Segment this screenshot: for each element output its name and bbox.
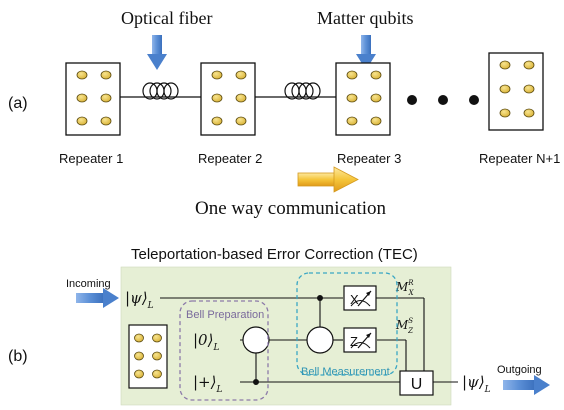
ket-zero: |0⟩L xyxy=(193,331,219,353)
optical-fiber-coil-icon xyxy=(284,82,321,100)
bell-preparation-box xyxy=(179,300,269,401)
repeater-box xyxy=(488,52,544,131)
meter-z-label: Z xyxy=(350,334,358,349)
repeater-label: Repeater N+1 xyxy=(479,151,560,166)
matter-qubit xyxy=(76,116,88,126)
outgoing-arrow xyxy=(503,375,550,395)
matter-qubit xyxy=(100,116,112,126)
bell-measurement-box xyxy=(296,272,398,376)
matter-qubit xyxy=(523,108,535,118)
ket-plus: |+⟩L xyxy=(193,373,222,395)
ket-zero-subscript: L xyxy=(212,343,219,353)
measurement-meter-icon xyxy=(343,285,377,311)
matter-qubit xyxy=(211,93,223,103)
panel-a-label: (a) xyxy=(8,95,28,112)
outgoing-label: Outgoing xyxy=(497,364,542,376)
psi-in-subscript: L xyxy=(147,301,154,311)
ellipsis-dots-icon xyxy=(407,95,479,105)
tec-title: Teleportation-based Error Correction (TE… xyxy=(131,246,418,263)
psi-in-ket: |ψ⟩L xyxy=(125,289,154,311)
repeater-boxes xyxy=(65,52,544,136)
matter-qubit xyxy=(100,70,112,80)
matter-qubit xyxy=(152,333,162,343)
matter-qubit xyxy=(134,351,144,361)
repeater-box xyxy=(200,62,256,136)
matter-qubit xyxy=(370,70,382,80)
matter-qubit xyxy=(499,108,511,118)
matter-qubit xyxy=(499,84,511,94)
matter-qubit xyxy=(211,116,223,126)
cnot-target-circle xyxy=(306,326,334,354)
one-way-arrow xyxy=(297,166,359,193)
matter-qubit xyxy=(134,333,144,343)
matter-qubit xyxy=(100,93,112,103)
panel-b-label: (b) xyxy=(8,348,28,365)
matter-qubits-label: Matter qubits xyxy=(317,8,414,28)
incoming-arrow xyxy=(76,288,119,308)
matter-qubit xyxy=(76,93,88,103)
measurement-meter-icon xyxy=(343,327,377,353)
matter-qubit xyxy=(370,116,382,126)
matter-qubit xyxy=(235,70,247,80)
matter-qubit xyxy=(211,70,223,80)
mx-subscript: X xyxy=(408,289,415,297)
matter-qubit xyxy=(134,369,144,379)
ket-plus-subscript: L xyxy=(215,385,222,395)
unitary-label: U xyxy=(411,376,423,393)
mx-superscript: R xyxy=(407,279,414,287)
matter-qubit xyxy=(370,93,382,103)
bell-preparation-label: Bell Preparation xyxy=(186,309,264,321)
matter-qubit xyxy=(76,70,88,80)
psi-out-subscript: L xyxy=(484,385,491,395)
unitary-gate xyxy=(399,370,434,396)
repeater-label: Repeater 1 xyxy=(59,151,123,166)
repeater-label: Repeater 3 xyxy=(337,151,401,166)
matter-qubit xyxy=(235,93,247,103)
incoming-label: Incoming xyxy=(66,278,111,290)
matter-qubit xyxy=(152,351,162,361)
matter-qubit xyxy=(523,60,535,70)
control-dots xyxy=(253,295,323,385)
tec-repeater-box xyxy=(128,324,168,389)
matter-qubit xyxy=(499,60,511,70)
bell-measurement-label: Bell Measurement xyxy=(301,366,390,378)
optical-fiber-label: Optical fiber xyxy=(121,8,212,28)
circuit-wires xyxy=(160,297,458,383)
matter-qubit xyxy=(346,93,358,103)
repeater-box xyxy=(335,62,391,136)
qubits-pointer-arrow xyxy=(356,35,376,70)
psi-out-ket: |ψ⟩L xyxy=(462,373,491,395)
repeater-label: Repeater 2 xyxy=(198,151,262,166)
matter-qubit xyxy=(523,84,535,94)
matter-qubit xyxy=(235,116,247,126)
mz-subscript: Z xyxy=(407,327,413,335)
cnot-target-circle xyxy=(242,326,270,354)
matter-qubit xyxy=(152,369,162,379)
matter-qubit xyxy=(346,70,358,80)
repeater-box xyxy=(65,62,121,136)
one-way-communication-label: One way communication xyxy=(195,198,387,219)
optical-fiber-coil-icon xyxy=(142,82,179,100)
fiber-pointer-arrow xyxy=(147,35,167,70)
matter-qubit xyxy=(346,116,358,126)
mz-superscript: S xyxy=(408,317,413,325)
meter-x-label: X xyxy=(350,292,359,307)
